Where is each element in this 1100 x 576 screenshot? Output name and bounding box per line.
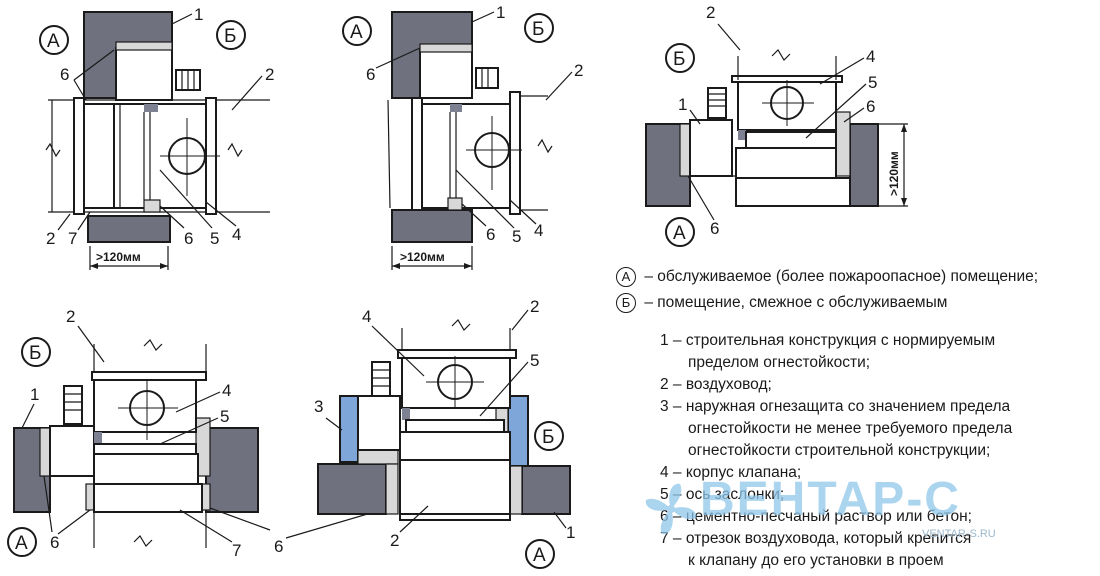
legend-line: огнестойкости не менее требуемого предел… <box>688 420 1013 437</box>
diagram-2: >120мм А Б 1 6 2 6 5 4 <box>342 3 583 270</box>
room-b-label: Б <box>224 26 236 47</box>
legend-line: огнестойкости строительной конструкции; <box>688 442 991 459</box>
legend-line: 6 – цементно-песчаный раствор или бетон; <box>660 508 972 525</box>
legend-line: 5 – ось заслонки; <box>660 486 785 503</box>
legend-line: 7 – отрезок воздуховода, который крепитс… <box>660 530 972 547</box>
legend-item-2: 2 – воздуховод; <box>660 374 1012 396</box>
legend-item-3: 3 – наружная огнезащита со значением пре… <box>660 396 1012 462</box>
legend-room-b: Б – помещение, смежное с обслуживаемым <box>616 292 1038 314</box>
num-1: 1 <box>678 95 687 114</box>
legend-room-a: А – обслуживаемое (более пожароопасное) … <box>616 266 1038 288</box>
legend-items: 1 – строительная конструкция с нормируем… <box>660 330 1012 572</box>
num-2: 2 <box>66 307 75 326</box>
num-1: 1 <box>30 385 39 404</box>
legend-line: к клапану до его установки в проем <box>688 552 944 569</box>
num-2: 2 <box>390 531 399 550</box>
wall-right <box>849 123 879 207</box>
legend-line: 2 – воздуховод; <box>660 376 772 393</box>
num-2: 2 <box>574 61 583 80</box>
legend-item-7: 7 – отрезок воздуховода, который крепитс… <box>660 528 1012 572</box>
watermark-url: VENTAR-S.RU <box>922 528 996 540</box>
room-a-label: А <box>673 223 686 244</box>
wall-right <box>205 427 259 513</box>
room-a-description: – обслуживаемое (более пожароопасное) по… <box>644 268 1039 285</box>
legend-line: 3 – наружная огнезащита со значением пре… <box>660 398 1011 415</box>
num-5: 5 <box>220 407 229 426</box>
num-6: 6 <box>486 225 495 244</box>
num-6: 6 <box>866 97 875 116</box>
num-4: 4 <box>232 225 241 244</box>
room-a-label: А <box>15 533 28 554</box>
diagram-5: Б А 4 2 5 3 2 1 <box>314 297 575 569</box>
room-b-symbol: Б <box>616 292 636 313</box>
dimension-3: >120мм <box>887 151 901 196</box>
diagram-4: Б А 2 4 5 1 6 7 <box>7 307 271 560</box>
legend-item-5: 5 – ось заслонки; <box>660 484 1012 506</box>
num-6: 6 <box>184 229 193 248</box>
num-6: 6 <box>366 65 375 84</box>
fire-protection <box>339 395 359 463</box>
watermark-brand: ВЕНТАР-С <box>700 473 961 526</box>
num-1: 1 <box>566 523 575 542</box>
legend-line: 1 – строительная конструкция с нормируем… <box>660 332 996 349</box>
wall-lower <box>391 209 473 243</box>
room-b-description: – помещение, смежное с обслуживаемым <box>644 294 948 311</box>
legend-item-4: 4 – корпус клапана; <box>660 462 1012 484</box>
num-2: 2 <box>530 297 539 316</box>
num-4: 4 <box>362 307 371 326</box>
num-2: 2 <box>265 65 274 84</box>
dimension-1: >120мм <box>96 250 141 264</box>
watermark: ВЕНТАР-С VENTAR-S.RU <box>640 473 1070 548</box>
room-b-label: Б <box>29 343 41 364</box>
num-2: 2 <box>706 3 715 22</box>
num-1: 1 <box>194 5 203 24</box>
legend-item-6: 6 – цементно-песчаный раствор или бетон; <box>660 506 1012 528</box>
num-7: 7 <box>232 541 241 560</box>
num-5: 5 <box>868 73 877 92</box>
room-b-label: Б <box>673 49 685 70</box>
legend-rooms: А – обслуживаемое (более пожароопасное) … <box>616 266 1038 314</box>
diagram-1: >120мм А Б 1 6 2 2 7 6 5 4 <box>39 5 274 270</box>
num-4: 4 <box>534 221 543 240</box>
legend-line: 4 – корпус клапана; <box>660 464 802 481</box>
num-6: 6 <box>710 219 719 238</box>
room-a-symbol: А <box>616 266 636 287</box>
num-6: 6 <box>60 65 69 84</box>
num-5: 5 <box>512 227 521 246</box>
room-a-label: А <box>350 22 363 43</box>
num-1: 1 <box>496 3 505 22</box>
num-5: 5 <box>530 351 539 370</box>
room-b-label: Б <box>542 427 554 448</box>
num-3: 3 <box>314 397 323 416</box>
room-a-label: А <box>47 31 60 52</box>
wall-right <box>521 465 571 515</box>
legend-line: пределом огнестойкости; <box>688 354 871 371</box>
num-4: 4 <box>866 47 875 66</box>
num-6-shared: 6 <box>274 537 283 556</box>
num-4: 4 <box>222 381 231 400</box>
legend-item-1: 1 – строительная конструкция с нормируем… <box>660 330 1012 374</box>
wall-lower <box>87 215 171 243</box>
room-a-label: А <box>533 545 546 566</box>
room-b-label: Б <box>532 19 544 40</box>
num-2: 2 <box>46 229 55 248</box>
num-5: 5 <box>210 229 219 248</box>
fan-logo-icon <box>645 483 697 535</box>
wall-left <box>317 463 387 515</box>
num-7: 7 <box>68 229 77 248</box>
num-6: 6 <box>50 533 59 552</box>
dimension-2: >120мм <box>400 250 445 264</box>
diagram-3: >120мм А Б 2 4 5 1 6 6 <box>645 3 908 247</box>
